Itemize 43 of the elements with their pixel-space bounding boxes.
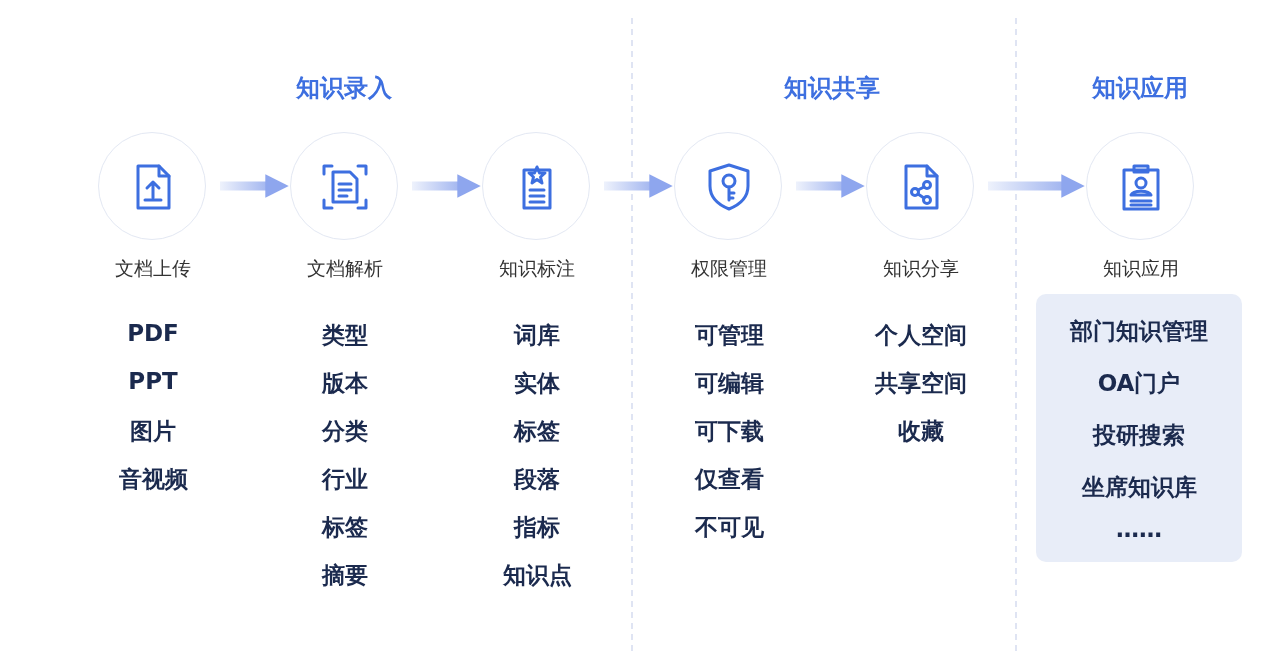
flow-arrow <box>604 174 673 198</box>
feature-item: 个人空间 <box>874 321 968 350</box>
feature-item: 摘要 <box>320 561 369 590</box>
section-title: 知识应用 <box>1091 73 1189 104</box>
application-item: OA门户 <box>1096 369 1182 398</box>
flow-arrow <box>220 174 289 198</box>
feature-item: 实体 <box>513 369 561 398</box>
step-label: 权限管理 <box>690 256 768 281</box>
feature-item: 段落 <box>512 465 561 494</box>
feature-item: 类型 <box>321 321 369 350</box>
feature-item: 词库 <box>512 321 561 350</box>
application-item: 部门知识管理 <box>1068 317 1209 346</box>
feature-item: 知识点 <box>501 561 573 590</box>
section-title: 知识共享 <box>783 73 881 104</box>
feature-item: 可下载 <box>693 417 765 446</box>
application-item: 坐席知识库 <box>1080 473 1198 502</box>
feature-item: 收藏 <box>897 417 945 446</box>
feature-item: 标签 <box>512 417 561 446</box>
application-item: …… <box>1115 516 1163 542</box>
feature-item: 标签 <box>320 513 369 542</box>
application-item: 投研搜索 <box>1091 421 1186 450</box>
feature-item: 不可见 <box>693 513 765 542</box>
feature-item: 可管理 <box>693 321 765 350</box>
feature-item: 版本 <box>321 369 369 398</box>
flow-arrow <box>412 174 481 198</box>
section-title: 知识录入 <box>295 73 393 104</box>
step-label: 文档解析 <box>306 256 384 281</box>
feature-item: PPT <box>127 368 179 394</box>
feature-item: 仅查看 <box>693 465 765 494</box>
step-label: 知识应用 <box>1102 256 1180 281</box>
feature-item: 共享空间 <box>874 369 968 398</box>
flow-arrow <box>988 174 1085 198</box>
feature-item: 音视频 <box>117 465 189 494</box>
step-label: 知识标注 <box>498 256 576 281</box>
feature-item: PDF <box>126 320 180 346</box>
step-label: 文档上传 <box>114 256 192 281</box>
feature-item: 可编辑 <box>693 369 765 398</box>
feature-item: 行业 <box>320 465 369 494</box>
feature-item: 指标 <box>512 513 561 542</box>
feature-item: 分类 <box>320 417 369 446</box>
step-label: 知识分享 <box>882 256 960 281</box>
flow-arrow <box>796 174 865 198</box>
feature-item: 图片 <box>129 417 177 446</box>
